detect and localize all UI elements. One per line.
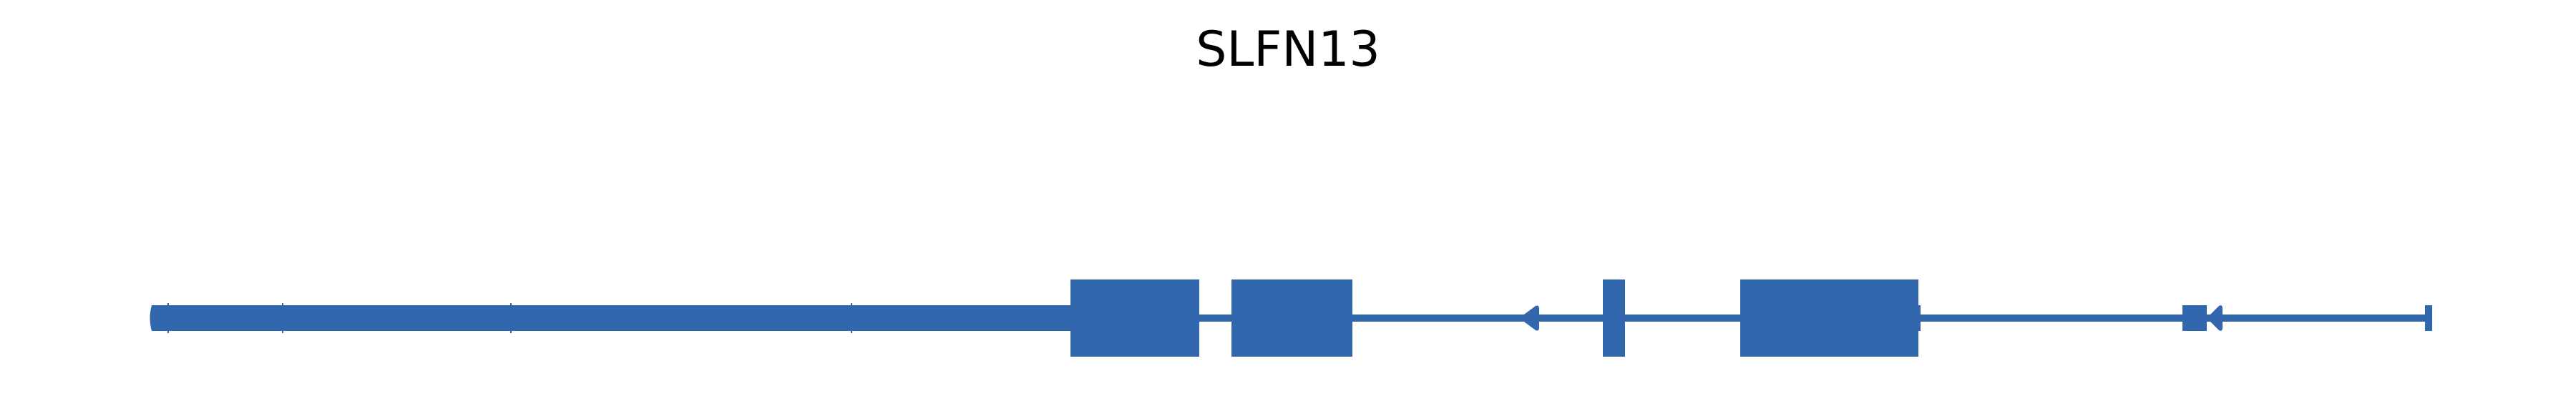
exon-4 [1740,279,1918,357]
small-exon [2182,305,2207,331]
utr-thick-block [154,305,1070,331]
gene-title: SLFN13 [1196,21,1380,78]
utr-tick [167,303,169,333]
exon-1 [1070,279,1199,357]
utr-tick [282,303,283,333]
end-tick [2425,305,2432,331]
utr-tick [851,303,852,333]
exon-4-utr-stub [1918,305,1921,331]
strand-arrow-icon [2207,305,2223,331]
exon-3 [1603,279,1625,357]
left-end-cap [150,305,154,331]
utr-tick [510,303,512,333]
strand-arrow-icon [1519,305,1539,331]
exon-2 [1231,279,1352,357]
